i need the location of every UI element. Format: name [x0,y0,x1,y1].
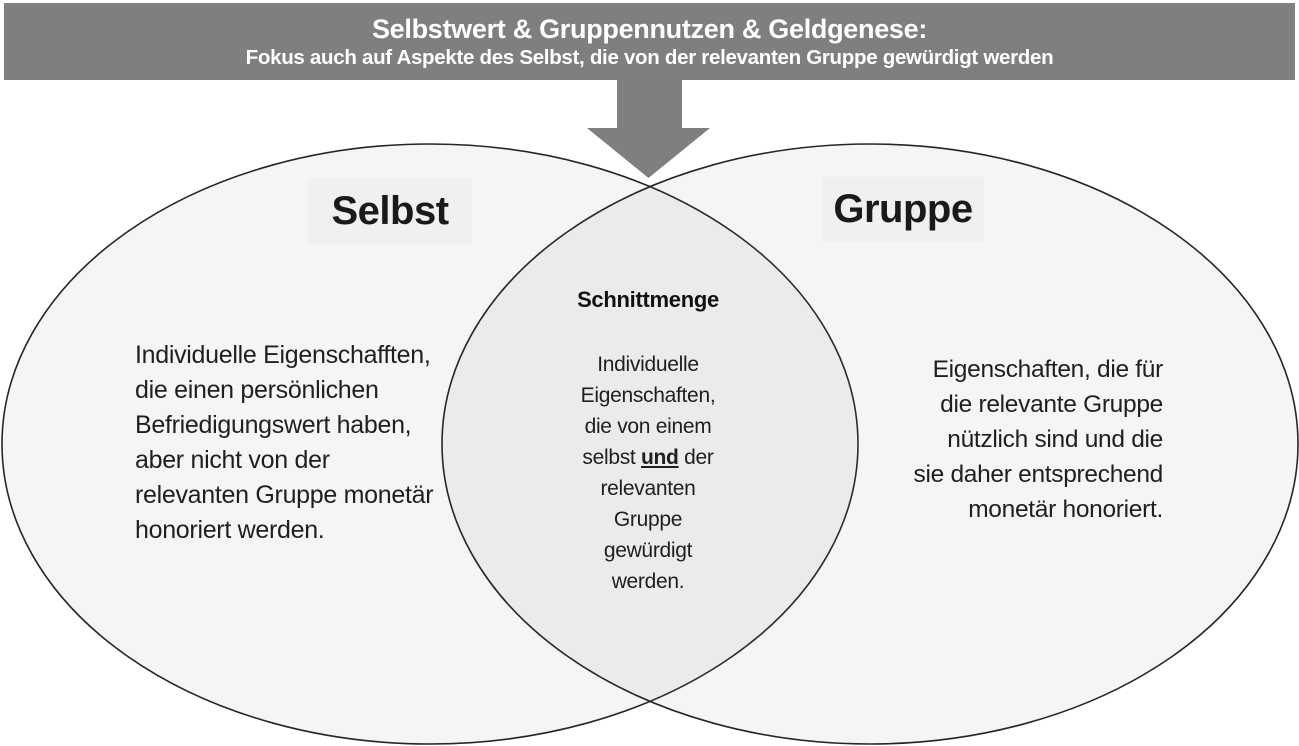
left-set-label-text: Selbst [331,188,449,233]
right-set-description: Eigenschaften, die für die relevante Gru… [913,356,1164,523]
intersection-text-after: der relevanten Gruppe gewürdigt werden. [600,446,714,593]
banner-subtitle: Fokus auch auf Aspekte des Selbst, die v… [245,45,1054,69]
right-ellipse [441,143,1299,745]
left-set-label: Selbst [308,178,472,244]
left-ellipse [1,143,859,745]
intersection-title: Schnittmenge [577,287,719,312]
title-banner: Selbstwert & Gruppennutzen & Geldgenese:… [4,3,1295,80]
down-arrow-icon [587,80,710,178]
right-set-label: Gruppe [822,177,984,242]
intersection-und-emphasis: und [641,446,679,469]
intersection-block: Schnittmenge Individuelle Eigenschaften,… [543,287,753,597]
intersection-description: Individuelle Eigenschaften, die von eine… [543,349,753,597]
left-set-description: Individuelle Eigenschafften, die einen p… [135,341,434,544]
right-set-label-text: Gruppe [833,187,973,231]
banner-title: Selbstwert & Gruppennutzen & Geldgenese: [371,13,928,44]
intersection-text-before: Individuelle Eigenschaften, die von eine… [580,353,716,469]
